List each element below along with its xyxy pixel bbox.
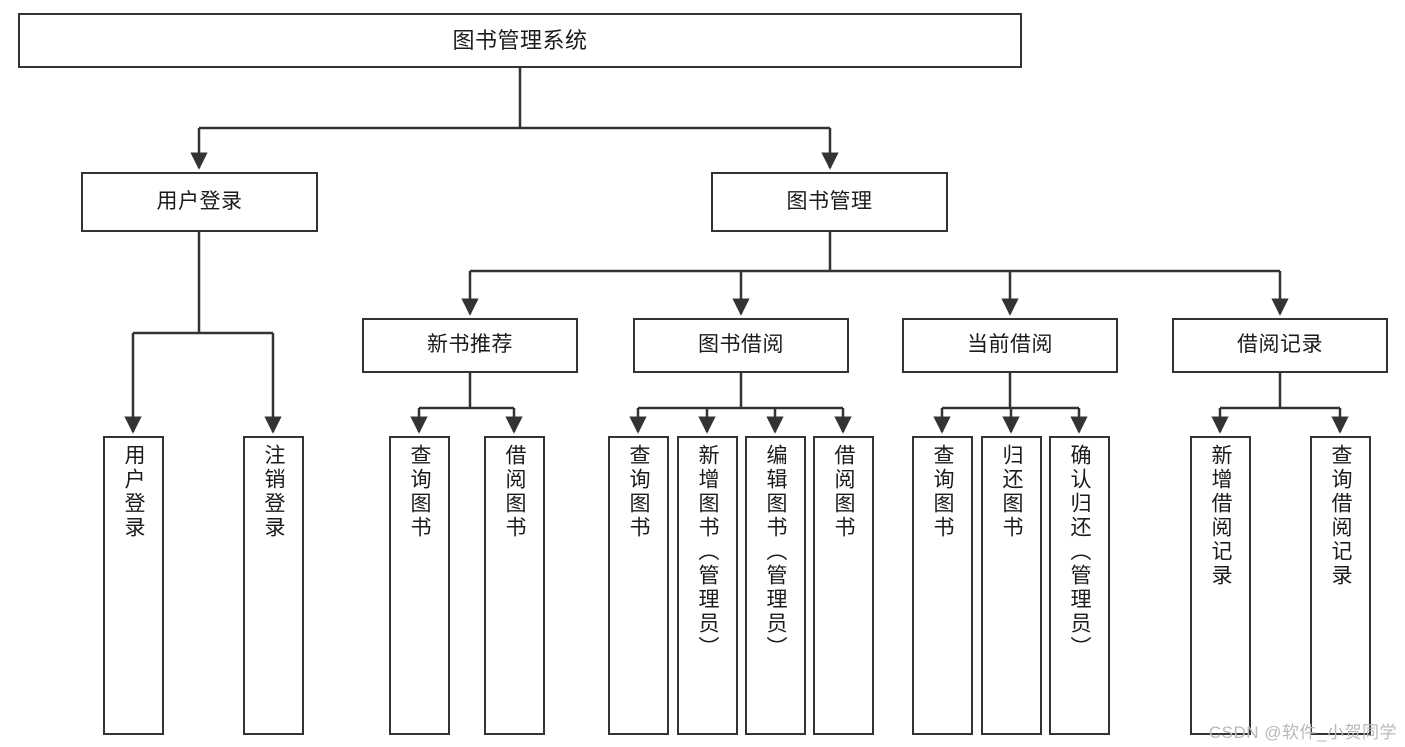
node-book-borrow[interactable]: 图书借阅: [633, 318, 849, 373]
leaf-borrow-book-bb-label: 借阅图书: [832, 444, 855, 540]
leaf-query-book-bb[interactable]: 查询图书: [608, 436, 669, 735]
leaf-query-book-nbr[interactable]: 查询图书: [389, 436, 450, 735]
leaf-borrow-book-nbr[interactable]: 借阅图书: [484, 436, 545, 735]
leaf-add-book-admin-label: 新增图书（管理员）: [696, 444, 719, 660]
node-borrow-record[interactable]: 借阅记录: [1172, 318, 1388, 373]
node-user-login-label: 用户登录: [156, 189, 243, 213]
leaf-query-borrow-record[interactable]: 查询借阅记录: [1310, 436, 1371, 735]
node-book-management[interactable]: 图书管理: [711, 172, 948, 232]
node-current-borrow[interactable]: 当前借阅: [902, 318, 1118, 373]
leaf-logout-label: 注销登录: [262, 444, 285, 540]
leaf-user-login[interactable]: 用户登录: [103, 436, 164, 735]
node-new-book-recommend-label: 新书推荐: [427, 333, 513, 357]
leaf-edit-book-admin[interactable]: 编辑图书（管理员）: [745, 436, 806, 735]
leaf-confirm-return-admin-label: 确认归还（管理员）: [1068, 444, 1091, 660]
leaf-logout[interactable]: 注销登录: [243, 436, 304, 735]
leaf-borrow-book-nbr-label: 借阅图书: [503, 444, 526, 540]
node-root-label: 图书管理系统: [452, 27, 588, 53]
leaf-return-book[interactable]: 归还图书: [981, 436, 1042, 735]
leaf-add-borrow-record-label: 新增借阅记录: [1209, 444, 1232, 588]
leaf-query-book-nbr-label: 查询图书: [408, 444, 431, 540]
leaf-query-borrow-record-label: 查询借阅记录: [1329, 444, 1352, 588]
node-borrow-record-label: 借阅记录: [1237, 333, 1323, 357]
node-root[interactable]: 图书管理系统: [18, 13, 1022, 68]
leaf-add-borrow-record[interactable]: 新增借阅记录: [1190, 436, 1251, 735]
leaf-add-book-admin[interactable]: 新增图书（管理员）: [677, 436, 738, 735]
leaf-query-book-bb-label: 查询图书: [627, 444, 650, 540]
leaf-query-book-cb[interactable]: 查询图书: [912, 436, 973, 735]
watermark: CSDN @软件_小贺同学: [1208, 723, 1397, 742]
leaf-edit-book-admin-label: 编辑图书（管理员）: [764, 444, 787, 660]
node-user-login[interactable]: 用户登录: [81, 172, 318, 232]
node-book-borrow-label: 图书借阅: [698, 333, 784, 357]
leaf-query-book-cb-label: 查询图书: [931, 444, 954, 540]
node-current-borrow-label: 当前借阅: [967, 333, 1053, 357]
leaf-borrow-book-bb[interactable]: 借阅图书: [813, 436, 874, 735]
leaf-user-login-label: 用户登录: [122, 444, 145, 540]
node-new-book-recommend[interactable]: 新书推荐: [362, 318, 578, 373]
node-book-management-label: 图书管理: [786, 189, 873, 213]
leaf-confirm-return-admin[interactable]: 确认归还（管理员）: [1049, 436, 1110, 735]
leaf-return-book-label: 归还图书: [1000, 444, 1023, 540]
